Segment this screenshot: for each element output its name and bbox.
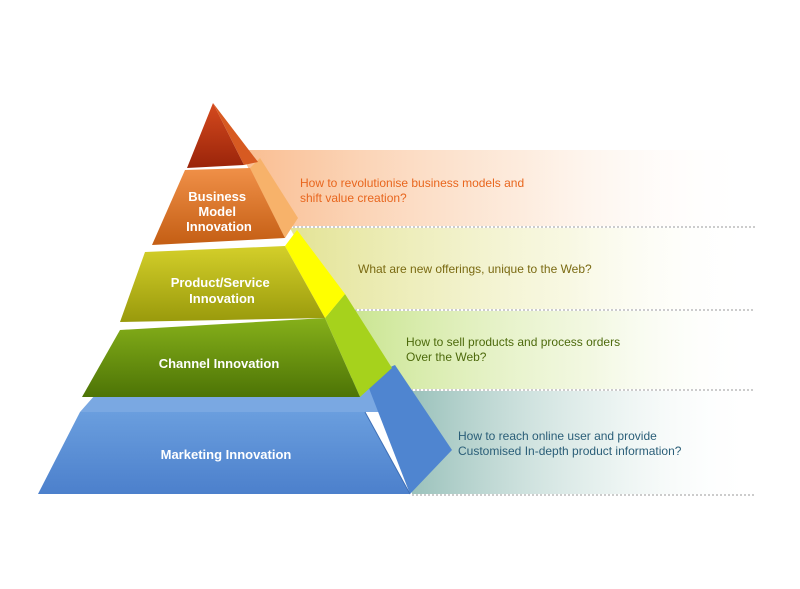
- tier-label-business: Business Model Innovation: [186, 189, 252, 234]
- tier-apex-front: [187, 103, 244, 168]
- tier-marketing-side: [365, 365, 452, 494]
- tier-label-channel: Channel Innovation: [159, 356, 280, 371]
- tier-product-front: [120, 246, 325, 322]
- tier-label-marketing: Marketing Innovation: [161, 447, 292, 462]
- tier-label-product: Product/Service Innovation: [171, 275, 274, 306]
- question-business: How to revolutionise business models and…: [300, 176, 527, 205]
- tier-channel-front: [82, 318, 360, 397]
- tier-apex-side: [213, 103, 258, 165]
- tier-marketing-front: [38, 412, 410, 494]
- question-channel: How to sell products and process orders …: [406, 335, 623, 364]
- tier-channel-side: [325, 294, 392, 397]
- question-marketing: How to reach online user and provide Cus…: [458, 429, 682, 458]
- band-business: [240, 150, 755, 226]
- tier-business-front: [152, 168, 285, 245]
- tier-business-side: [250, 158, 298, 238]
- band-product: [290, 228, 755, 309]
- band-marketing: [395, 391, 755, 494]
- tier-product-side: [285, 230, 345, 318]
- question-product: What are new offerings, unique to the We…: [358, 262, 592, 276]
- band-channel: [345, 311, 755, 389]
- tier-marketing-edge: [364, 411, 411, 495]
